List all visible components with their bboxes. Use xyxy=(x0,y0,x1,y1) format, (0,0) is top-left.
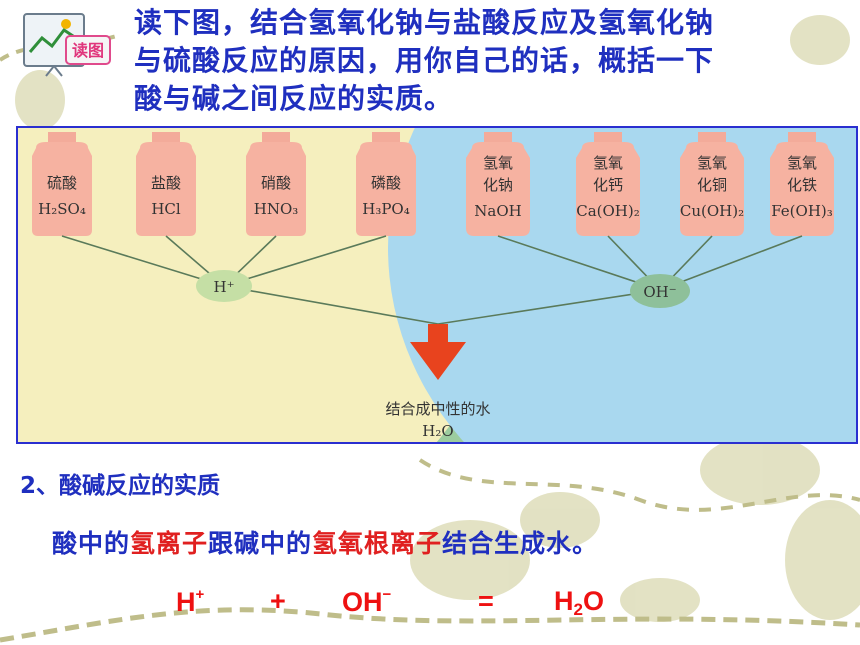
eq-h: H xyxy=(176,587,196,617)
section-heading-text: 、酸碱反应的实质 xyxy=(36,473,221,499)
eq-h2-subscript: 2 xyxy=(573,600,583,619)
base-formula: Ca(OH)₂ xyxy=(576,202,640,220)
oh-ion-ellipse xyxy=(630,274,690,308)
eq-oh: OH xyxy=(342,587,383,617)
base-bottle: 氢氧 化铜 Cu(OH)₂ xyxy=(680,132,744,236)
down-arrow-icon xyxy=(410,324,466,380)
equation-plus: + xyxy=(270,586,286,616)
eq-o: O xyxy=(582,586,604,616)
h-ion-label: H⁺ xyxy=(214,278,235,296)
result-label: 结合成中性的水 xyxy=(385,400,490,418)
acid-name: 硫酸 xyxy=(47,174,77,192)
acid-bottle: 盐酸 HCl xyxy=(136,132,196,236)
acid-name: 磷酸 xyxy=(371,174,401,192)
eq-oh-charge: − xyxy=(382,586,392,603)
base-name-2: 化铁 xyxy=(787,176,817,194)
base-bottle: 氢氧 化钠 NaOH xyxy=(466,132,530,236)
base-name-1: 氢氧 xyxy=(787,154,817,172)
acid-name: 盐酸 xyxy=(151,174,181,192)
base-name-1: 氢氧 xyxy=(593,154,623,172)
eq-h2: H xyxy=(554,586,574,616)
acid-name: 硝酸 xyxy=(261,174,291,192)
read-picture-icon: 读图 xyxy=(18,8,114,78)
icon-label: 读图 xyxy=(72,41,104,60)
page-title: 读下图，结合氢氧化钠与盐酸反应及氢氧化钠 与硫酸反应的原因，用你自己的话，概括一… xyxy=(134,4,834,118)
equation-oh-ion: OH− xyxy=(342,586,391,618)
section-heading: 2、酸碱反应的实质 xyxy=(20,466,220,500)
base-formula: Fe(OH)₃ xyxy=(771,202,833,220)
base-name-2: 化铜 xyxy=(697,176,727,194)
acid-bottle: 硝酸 HNO₃ xyxy=(246,132,306,236)
equation-equals: = xyxy=(478,586,494,616)
diagram-svg: 硫酸 H₂SO₄ 盐酸 HCl 硝酸 HNO₃ 磷酸 H₃PO₄ xyxy=(18,128,856,442)
acid-formula: H₃PO₄ xyxy=(362,200,410,218)
base-bottle: 氢氧 化钙 Ca(OH)₂ xyxy=(576,132,640,236)
base-formula: Cu(OH)₂ xyxy=(680,202,744,220)
base-name-2: 化钙 xyxy=(593,176,623,194)
result-formula: H₂O xyxy=(422,422,453,440)
sentence-part: 跟碱中的 xyxy=(208,529,313,558)
sentence-part: 酸中的 xyxy=(52,529,131,558)
base-formula: NaOH xyxy=(474,202,521,220)
oh-ion-label: OH⁻ xyxy=(643,283,676,301)
base-name-2: 化钠 xyxy=(483,176,513,194)
equation-h-ion: H+ xyxy=(176,586,204,618)
title-line-1: 读下图，结合氢氧化钠与盐酸反应及氢氧化钠 xyxy=(134,6,715,39)
acid-bottle: 硫酸 H₂SO₄ xyxy=(32,132,92,236)
h-ion-ellipse xyxy=(196,270,252,302)
equation-water: H2O xyxy=(554,586,604,620)
base-name-1: 氢氧 xyxy=(697,154,727,172)
hydroxide-ion-term: 氢氧根离子 xyxy=(312,529,443,558)
eq-h-charge: + xyxy=(195,586,205,603)
essence-sentence: 酸中的氢离子跟碱中的氢氧根离子结合生成水。 xyxy=(52,524,598,560)
acid-formula: HCl xyxy=(151,200,181,218)
section-number: 2 xyxy=(20,473,37,499)
title-line-2: 与硫酸反应的原因，用你自己的话，概括一下 xyxy=(134,44,715,77)
hydrogen-ion-term: 氢离子 xyxy=(130,529,209,558)
acid-bottle: 磷酸 H₃PO₄ xyxy=(356,132,416,236)
base-name-1: 氢氧 xyxy=(483,154,513,172)
acid-base-diagram: 硫酸 H₂SO₄ 盐酸 HCl 硝酸 HNO₃ 磷酸 H₃PO₄ xyxy=(16,126,858,444)
sentence-part: 结合生成水。 xyxy=(442,529,599,558)
acid-formula: H₂SO₄ xyxy=(38,200,86,218)
acid-formula: HNO₃ xyxy=(254,200,299,218)
title-line-3: 酸与碱之间反应的实质。 xyxy=(134,82,454,115)
base-bottle: 氢氧 化铁 Fe(OH)₃ xyxy=(770,132,834,236)
